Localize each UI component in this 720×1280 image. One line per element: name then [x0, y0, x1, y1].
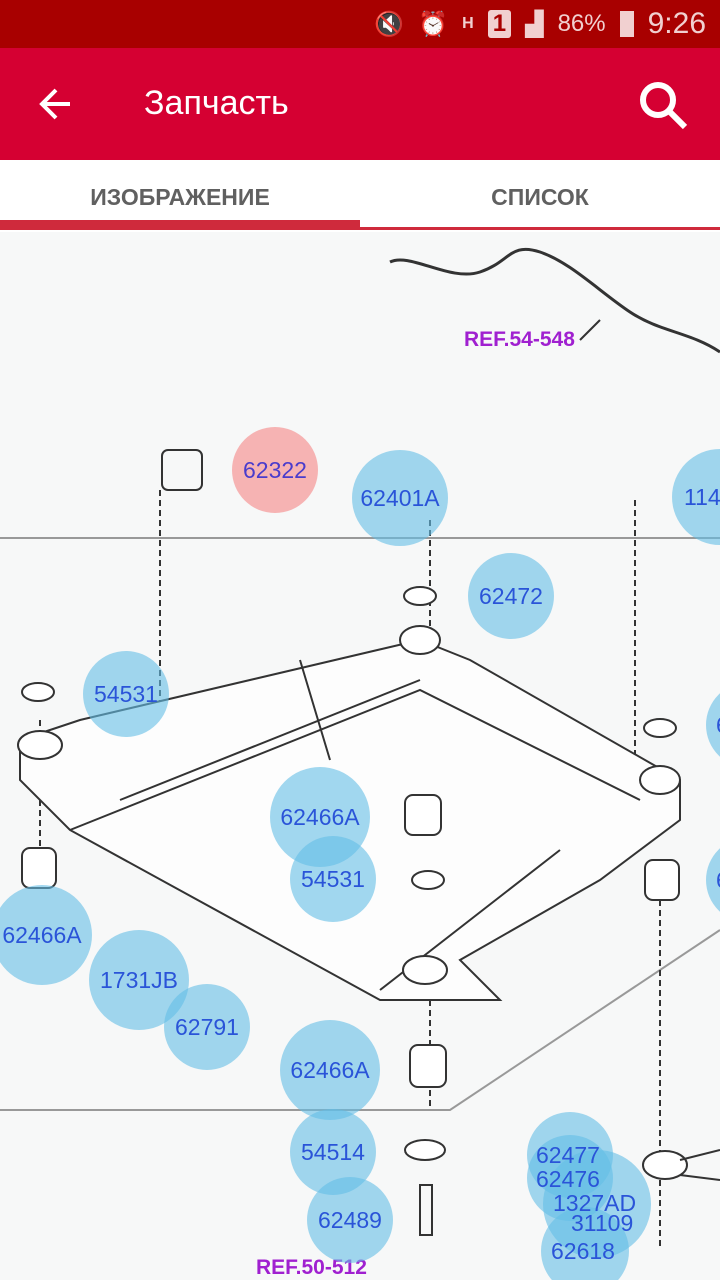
- sim-icon: 1: [487, 10, 512, 38]
- tab-bar: ИЗОБРАЖЕНИЕ СПИСОК: [0, 160, 720, 232]
- part-bubble[interactable]: 62791: [164, 984, 250, 1070]
- back-arrow-icon[interactable]: [36, 84, 76, 124]
- clock: 9:26: [647, 7, 706, 40]
- part-label[interactable]: 62476: [536, 1166, 600, 1192]
- parts-diagram[interactable]: REF.54-548 REF.50-512 62322 62401A 114 6…: [0, 232, 720, 1280]
- app-bar: Запчасть: [0, 48, 720, 160]
- part-bubble[interactable]: 54531: [83, 651, 169, 737]
- ref-label[interactable]: REF.54-548: [464, 328, 575, 351]
- page-title: Запчасть: [144, 84, 289, 122]
- status-bar: 🔇 ⏰ H 1 ▟ 86% 9:26: [0, 0, 720, 48]
- tab-underline: [360, 227, 720, 230]
- active-tab-indicator: [0, 220, 360, 230]
- signal-icon: ▟: [525, 10, 544, 38]
- part-bubble[interactable]: 62466A: [0, 885, 92, 985]
- tab-image[interactable]: ИЗОБРАЖЕНИЕ: [90, 184, 270, 210]
- battery-percent: 86%: [557, 10, 606, 37]
- network-type: H: [462, 15, 474, 32]
- part-bubble[interactable]: [541, 1207, 629, 1280]
- part-bubble[interactable]: 62466A: [280, 1020, 380, 1120]
- part-label[interactable]: 62477: [536, 1142, 600, 1168]
- part-bubble[interactable]: 62489: [307, 1177, 393, 1263]
- part-label[interactable]: 1327AD: [553, 1190, 637, 1216]
- tab-list[interactable]: СПИСОК: [491, 184, 589, 210]
- part-label[interactable]: 31109: [571, 1210, 634, 1236]
- search-icon[interactable]: [636, 78, 692, 134]
- part-bubble[interactable]: 54531: [290, 836, 376, 922]
- part-bubble-selected[interactable]: 62322: [232, 427, 318, 513]
- part-bubble[interactable]: 62401A: [352, 450, 448, 546]
- battery-icon: [619, 11, 634, 37]
- part-bubble[interactable]: 62472: [468, 553, 554, 639]
- alarm-icon: ⏰: [418, 10, 449, 38]
- part-label[interactable]: 62618: [551, 1238, 615, 1264]
- mute-icon: 🔇: [374, 10, 405, 38]
